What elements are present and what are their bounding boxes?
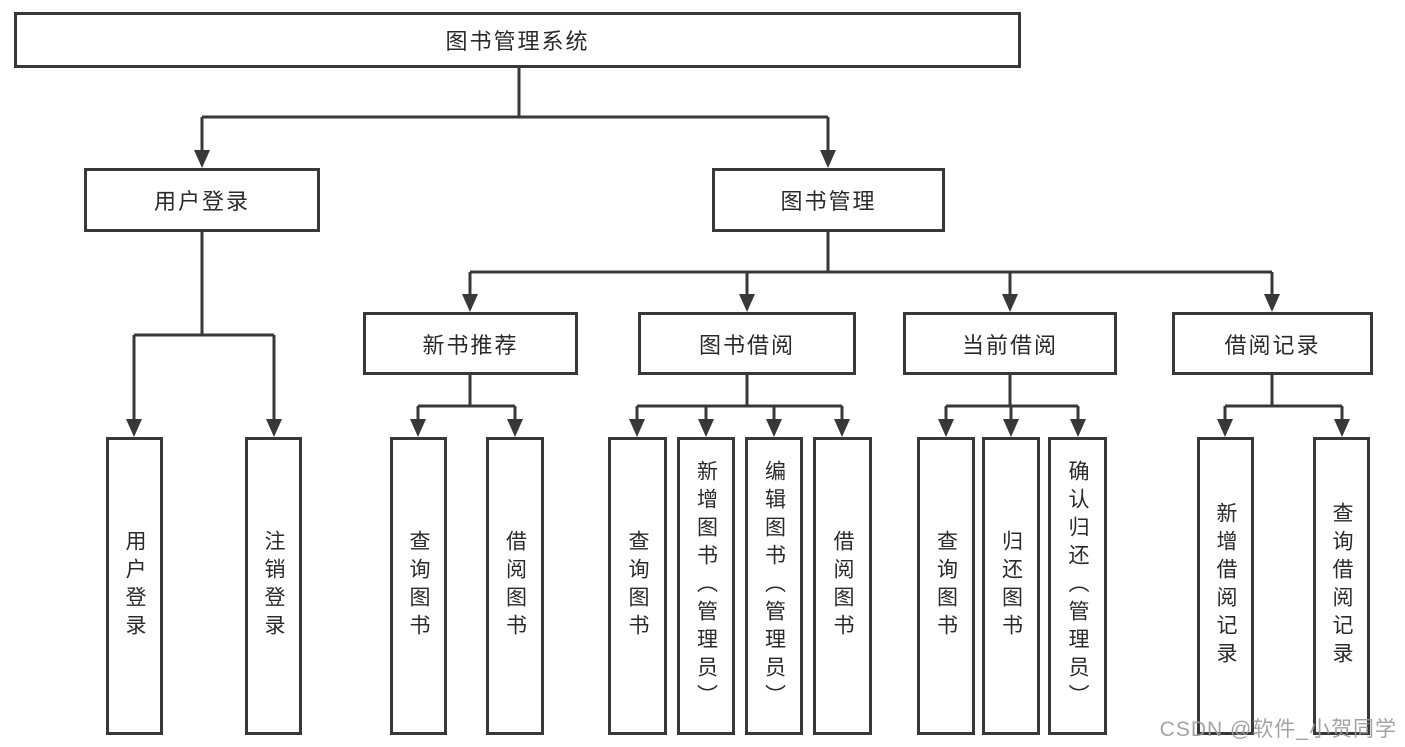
arrowheads xyxy=(126,150,1350,437)
arrow-down-icon xyxy=(126,419,142,437)
leaf-add-books-admin: 新增图书（管理员） xyxy=(677,437,735,735)
node-book-borrowing: 图书借阅 xyxy=(638,312,856,375)
connector-current-borrow-children xyxy=(944,373,1080,423)
node-library-management-system: 图书管理系统 xyxy=(14,12,1021,68)
leaf-add-borrow-record: 新增借阅记录 xyxy=(1197,437,1254,735)
connector-user-login-children xyxy=(132,230,276,423)
leaf-user-login: 用户登录 xyxy=(106,437,163,735)
connector-root-to-level2 xyxy=(200,66,830,154)
node-user-login: 用户登录 xyxy=(84,168,320,232)
arrow-down-icon xyxy=(1003,419,1019,437)
arrow-down-icon xyxy=(1264,294,1280,312)
arrow-down-icon xyxy=(739,294,755,312)
leaf-logout-login: 注销登录 xyxy=(245,437,302,735)
node-borrowing-records: 借阅记录 xyxy=(1172,312,1373,375)
arrow-down-icon xyxy=(698,419,714,437)
leaf-return-books: 归还图书 xyxy=(982,437,1040,735)
arrow-down-icon xyxy=(1334,419,1350,437)
arrow-down-icon xyxy=(462,294,478,312)
arrow-down-icon xyxy=(194,150,210,168)
leaf-query-books-recommend: 查询图书 xyxy=(390,437,447,735)
arrow-down-icon xyxy=(629,419,645,437)
arrow-down-icon xyxy=(410,419,426,437)
node-book-management: 图书管理 xyxy=(712,168,945,232)
arrow-down-icon xyxy=(507,419,523,437)
node-current-borrowing: 当前借阅 xyxy=(903,312,1117,375)
watermark: CSDN @软件_小贺同学 xyxy=(1159,718,1397,741)
connector-book-borrow-children xyxy=(635,373,844,423)
leaf-edit-books-admin: 编辑图书（管理员） xyxy=(745,437,803,735)
arrow-down-icon xyxy=(1002,294,1018,312)
leaf-query-books-borrow: 查询图书 xyxy=(608,437,667,735)
node-new-book-recommendation: 新书推荐 xyxy=(363,312,578,375)
leaf-borrow-books-borrow: 借阅图书 xyxy=(813,437,872,735)
arrow-down-icon xyxy=(1217,419,1233,437)
connector-new-book-children xyxy=(416,373,517,423)
leaf-confirm-return-admin: 确认归还（管理员） xyxy=(1048,437,1107,735)
leaf-borrow-books-recommend: 借阅图书 xyxy=(486,437,544,735)
arrow-down-icon xyxy=(1070,419,1086,437)
leaf-query-books-current: 查询图书 xyxy=(917,437,975,735)
arrow-down-icon xyxy=(766,419,782,437)
arrow-down-icon xyxy=(820,150,836,168)
leaf-query-borrow-record: 查询借阅记录 xyxy=(1313,437,1370,735)
arrow-down-icon xyxy=(266,419,282,437)
arrow-down-icon xyxy=(938,419,954,437)
connector-borrow-record-children xyxy=(1223,373,1344,423)
arrow-down-icon xyxy=(834,419,850,437)
connector-book-management-to-level3 xyxy=(468,230,1274,298)
